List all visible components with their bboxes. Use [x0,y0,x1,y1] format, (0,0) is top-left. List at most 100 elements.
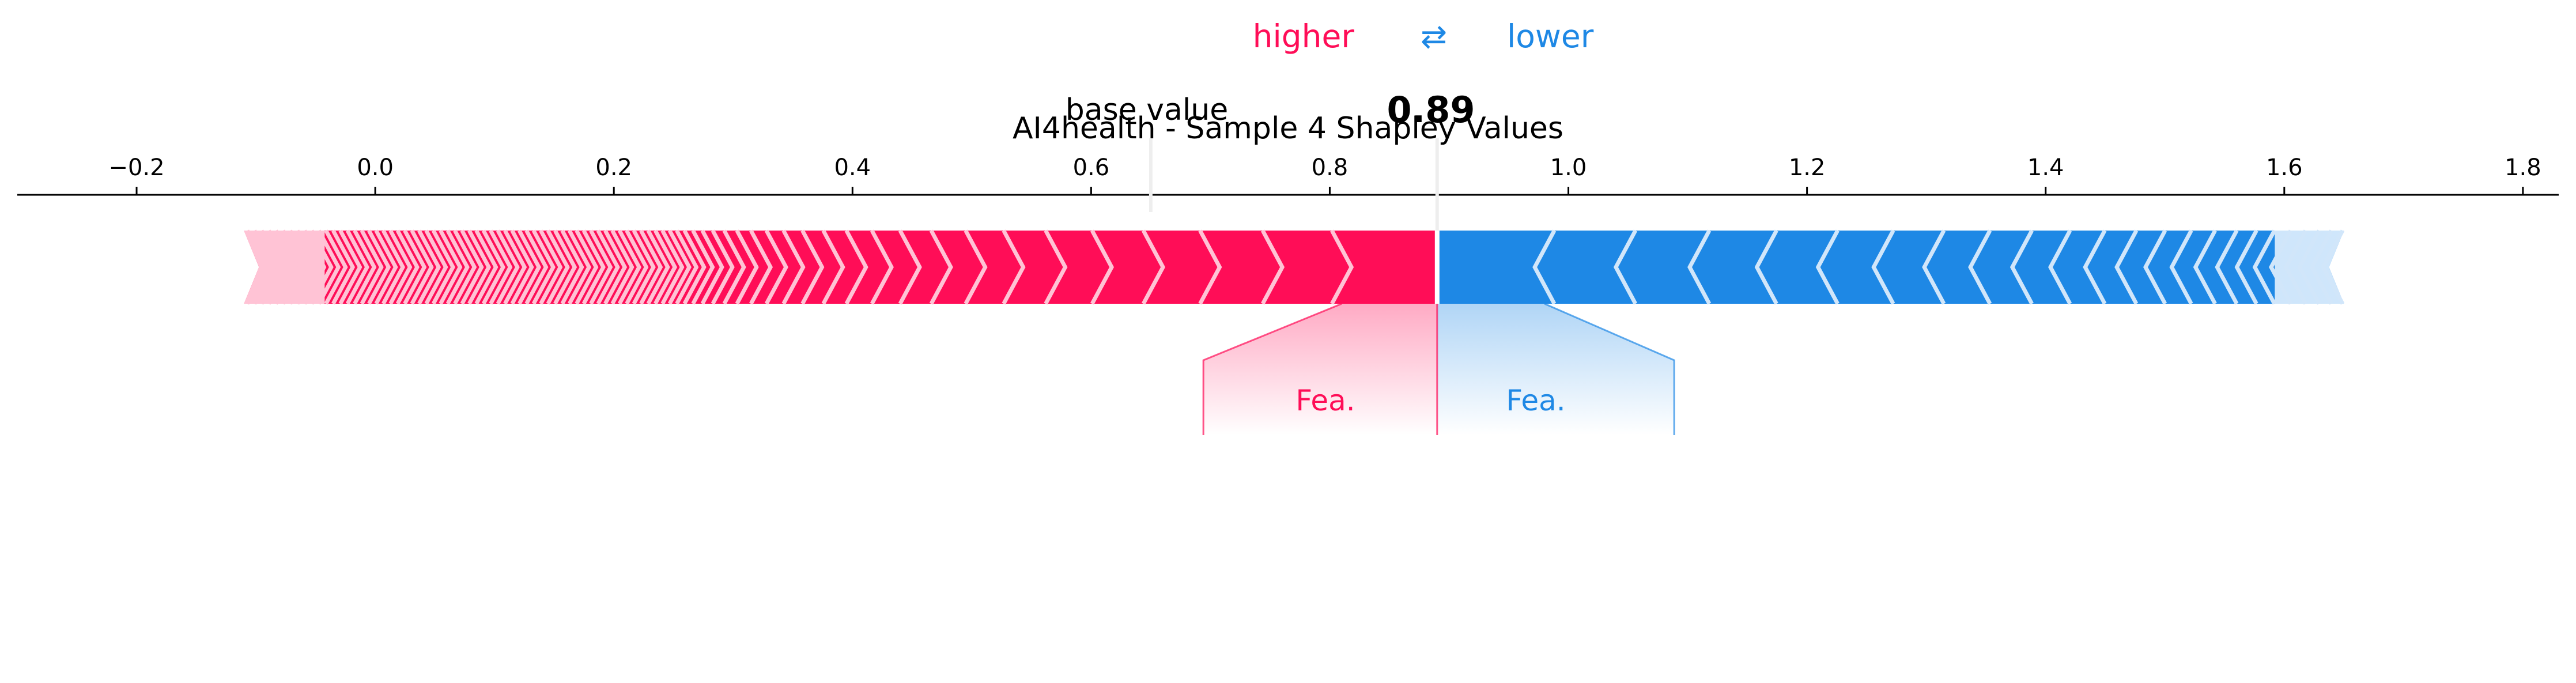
positive-chevron [581,229,606,305]
positive-chevron [267,229,291,305]
positive-chevron [496,229,520,305]
positive-chevron [317,229,341,305]
positive-chevron [295,229,319,305]
positive-chevron [467,229,492,305]
positive-chevron [1330,229,1354,305]
positive-chevron [331,229,356,305]
positive-chevron [424,229,448,305]
negative-chevron [2143,229,2167,305]
positive-chevron [460,229,484,305]
x-tick-label: 0.8 [1312,154,1349,181]
positive-chevron [360,229,384,305]
positive-chevron [1002,229,1026,305]
legend-higher-label: higher [1253,18,1355,55]
negative-chevron [2215,229,2239,305]
positive-chevron [575,229,599,305]
positive-chevron [353,229,377,305]
positive-chevron [691,229,715,305]
negative-chevron [1871,229,1895,305]
x-tick-label: 1.2 [1789,154,1826,181]
positive-chevron [660,229,685,305]
x-tick-label: 1.0 [1550,154,1587,181]
negative-chevron [2169,229,2193,305]
negative-chevron [2114,229,2139,305]
positive-chevron [403,229,427,305]
positive-chevron [898,229,922,305]
x-tick-label: 1.8 [2505,154,2541,181]
positive-chevron [324,229,348,305]
positive-chevron [722,229,746,305]
positive-chevron [700,229,724,305]
x-tick-label: 0.4 [834,154,871,181]
positive-chevron [625,229,649,305]
positive-chevron [800,229,825,305]
positive-chevron [345,229,369,305]
negative-chevron [2048,229,2072,305]
positive-chevron [431,229,455,305]
positive-chevron [711,229,735,305]
positive-chevron [654,229,678,305]
output-value-label: 0.89 [1387,89,1475,131]
negative-chevron [2234,229,2258,305]
positive-chevron [367,229,391,305]
negative-chevron [2010,229,2034,305]
positive-chevron [844,229,868,305]
positive-chevron [445,229,470,305]
positive-chevron [603,229,628,305]
negative-chevron [2269,229,2293,305]
negative-chevron [2321,229,2345,305]
positive-chevron [388,229,413,305]
negative-chevron [1687,229,1712,305]
negative-chevron [2283,229,2307,305]
positive-chevron [749,229,773,305]
positive-chevron [596,229,620,305]
positive-chevron [735,229,759,305]
negative-feature-label: Fea. [1506,384,1565,417]
positive-chevron [303,229,327,305]
negative-bar-tail [2275,231,2344,304]
positive-chevron [517,229,542,305]
positive-chevron [539,229,563,305]
positive-chevron [510,229,534,305]
positive-feature-label: Fea. [1295,384,1355,417]
negative-chevron [2252,229,2276,305]
positive-chevron [610,229,634,305]
x-tick-label: 0.0 [357,154,394,181]
positive-chevron [417,229,441,305]
negative-chevron [1532,229,1557,305]
negative-chevron [2309,229,2333,305]
positive-chevron [1198,229,1222,305]
legend: higher ⇄ lower [1253,18,1594,55]
positive-chevron [503,229,527,305]
positive-chevron [252,229,277,305]
negative-bar [1437,231,2344,304]
negative-chevron [1613,229,1638,305]
negative-highlight-fill [1437,304,1675,435]
positive-chevron [439,229,463,305]
positive-chevron [531,229,556,305]
positive-chevron [1090,229,1115,305]
x-tick-label: −0.2 [108,154,164,181]
positive-chevron [453,229,477,305]
positive-chevron [764,229,788,305]
negative-chevron [2297,229,2321,305]
force-bars [244,229,2345,305]
legend-arrows-icon: ⇄ [1421,18,1447,55]
positive-chevron [546,229,570,305]
negative-chevron [1922,229,1946,305]
positive-chevron [682,229,707,305]
positive-chevron [646,229,670,305]
positive-chevron [639,229,663,305]
positive-chevron [589,229,613,305]
positive-chevron [489,229,513,305]
positive-chevron [474,229,498,305]
positive-chevron [567,229,592,305]
negative-chevron [2083,229,2107,305]
positive-chevron [560,229,584,305]
positive-chevron [395,229,420,305]
positive-chevron [1044,229,1068,305]
positive-chevron [675,229,699,305]
legend-lower-label: lower [1507,18,1594,55]
